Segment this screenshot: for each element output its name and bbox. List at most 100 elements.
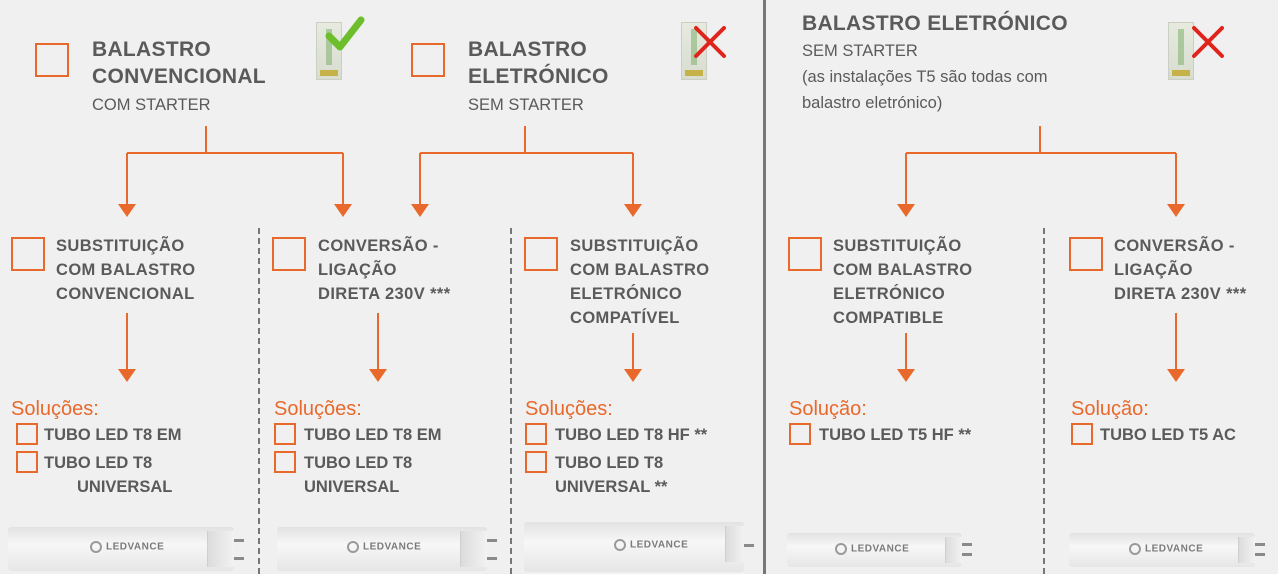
ledvance-logo-icon [614, 539, 626, 551]
solution-line: UNIVERSAL [77, 478, 173, 496]
heading-balastro-eletronico: BALASTRO ELETRÓNICO [468, 36, 609, 90]
option-line: LIGAÇÃO [318, 261, 397, 279]
checkbox-option[interactable] [788, 237, 822, 271]
solution-item: TUBO LED T8 HF ** [555, 423, 707, 447]
solution-item: TUBO LED T8 UNIVERSAL [44, 451, 172, 499]
column-divider-2 [510, 228, 512, 574]
heading-line: CONVENCIONAL [92, 65, 266, 88]
subtitle-t5-line-2: (as instalações T5 são todas com [802, 68, 1048, 86]
solution-line: TUBO LED T5 AC [1100, 426, 1236, 444]
checkbox-solution[interactable] [274, 451, 296, 473]
brand-text: LEDVANCE [106, 541, 165, 553]
solution-line: TUBO LED T8 [555, 454, 664, 472]
checkbox-solution[interactable] [274, 423, 296, 445]
cross-icon [1192, 26, 1224, 58]
heading-balastro-convencional: BALASTRO CONVENCIONAL [92, 36, 266, 90]
brand-text: LEDVANCE [851, 543, 910, 555]
checkbox-solution[interactable] [16, 423, 38, 445]
solution-item: TUBO LED T5 AC [1100, 423, 1236, 447]
option-line: SUBSTITUIÇÃO [833, 237, 962, 255]
solutions-label: Soluções: [11, 398, 99, 420]
brand-label: LEDVANCE [614, 539, 688, 551]
solution-item: TUBO LED T5 HF ** [819, 423, 971, 447]
solution-label: Solução: [789, 398, 867, 420]
solution-line: TUBO LED T8 [44, 454, 153, 472]
subtitle-com-starter: COM STARTER [92, 96, 211, 114]
solution-label: Solução: [1071, 398, 1149, 420]
option-line: CONVERSÃO - [318, 237, 439, 255]
starter-image [1168, 22, 1194, 80]
option-line: COM BALASTRO [56, 261, 196, 279]
checkbox-solution[interactable] [525, 451, 547, 473]
ledvance-logo-icon [1129, 543, 1141, 555]
solutions-label: Soluções: [274, 398, 362, 420]
checkbox-solution[interactable] [789, 423, 811, 445]
checkbox-option[interactable] [11, 237, 45, 271]
checkbox-option[interactable] [524, 237, 558, 271]
solution-item: TUBO LED T8 EM [44, 423, 182, 447]
tube-endcap [1238, 537, 1265, 563]
heading-line: ELETRÓNICO [468, 65, 609, 88]
led-tube-image: LEDVANCE [787, 533, 972, 567]
tube-endcap [725, 526, 754, 562]
subtitle-sem-starter: SEM STARTER [468, 96, 584, 114]
option-substituicao-convencional: SUBSTITUIÇÃO COM BALASTRO CONVENCIONAL [56, 234, 196, 306]
checkbox-solution[interactable] [525, 423, 547, 445]
solution-line: TUBO LED T8 [304, 454, 413, 472]
section-divider [763, 0, 766, 574]
ledvance-logo-icon [90, 541, 102, 553]
option-line: ELETRÓNICO [570, 285, 683, 303]
starter-image [316, 22, 342, 80]
brand-text: LEDVANCE [630, 539, 689, 551]
subtitle-t5-line-3: balastro eletrónico) [802, 94, 943, 112]
checkbox-solution[interactable] [1071, 423, 1093, 445]
option-line: DIRETA 230V *** [318, 285, 451, 303]
checkbox-option[interactable] [272, 237, 306, 271]
option-line: SUBSTITUIÇÃO [56, 237, 185, 255]
option-line: DIRETA 230V *** [1114, 285, 1247, 303]
tube-endcap [460, 531, 497, 567]
checkbox-balastro-eletronico[interactable] [411, 43, 445, 77]
ledvance-logo-icon [835, 543, 847, 555]
check-icon [325, 16, 365, 51]
led-tube-image: LEDVANCE [277, 527, 497, 571]
tube-endcap [945, 537, 972, 563]
heading-line: BALASTRO [92, 38, 212, 61]
brand-label: LEDVANCE [835, 543, 909, 555]
option-line: COMPATIBLE [833, 309, 944, 327]
tube-endcap [207, 531, 244, 567]
solution-item: TUBO LED T8 UNIVERSAL [304, 451, 412, 499]
option-line: CONVERSÃO - [1114, 237, 1235, 255]
option-line: COM BALASTRO [570, 261, 710, 279]
column-divider-3 [1043, 228, 1045, 574]
subtitle-t5-line-1: SEM STARTER [802, 42, 918, 60]
option-conversao-ligacao-direta: CONVERSÃO - LIGAÇÃO DIRETA 230V *** [318, 234, 451, 306]
brand-text: LEDVANCE [363, 541, 422, 553]
heading-t5-balastro-eletronico: BALASTRO ELETRÓNICO [802, 12, 1068, 35]
brand-label: LEDVANCE [347, 541, 421, 553]
solution-line: UNIVERSAL ** [555, 478, 668, 496]
option-line: CONVENCIONAL [56, 285, 195, 303]
option-line: ELETRÓNICO [833, 285, 946, 303]
cross-icon [694, 26, 726, 58]
led-tube-image: LEDVANCE [8, 527, 244, 571]
brand-label: LEDVANCE [90, 541, 164, 553]
option-line: LIGAÇÃO [1114, 261, 1193, 279]
option-line: SUBSTITUIÇÃO [570, 237, 699, 255]
led-tube-image: LEDVANCE [524, 522, 754, 572]
column-divider-1 [258, 228, 260, 574]
checkbox-option[interactable] [1069, 237, 1103, 271]
arrowheads [118, 204, 1185, 382]
checkbox-balastro-convencional[interactable] [35, 43, 69, 77]
solution-line: TUBO LED T8 HF ** [555, 426, 708, 444]
option-t5-conversao: CONVERSÃO - LIGAÇÃO DIRETA 230V *** [1114, 234, 1247, 306]
solutions-label: Soluções: [525, 398, 613, 420]
led-tube-image: LEDVANCE [1069, 533, 1265, 567]
solution-line: TUBO LED T8 EM [44, 426, 182, 444]
solution-line: UNIVERSAL [304, 478, 400, 496]
option-t5-substituicao: SUBSTITUIÇÃO COM BALASTRO ELETRÓNICO COM… [833, 234, 973, 330]
checkbox-solution[interactable] [16, 451, 38, 473]
solution-line: TUBO LED T5 HF ** [819, 426, 972, 444]
ledvance-logo-icon [347, 541, 359, 553]
